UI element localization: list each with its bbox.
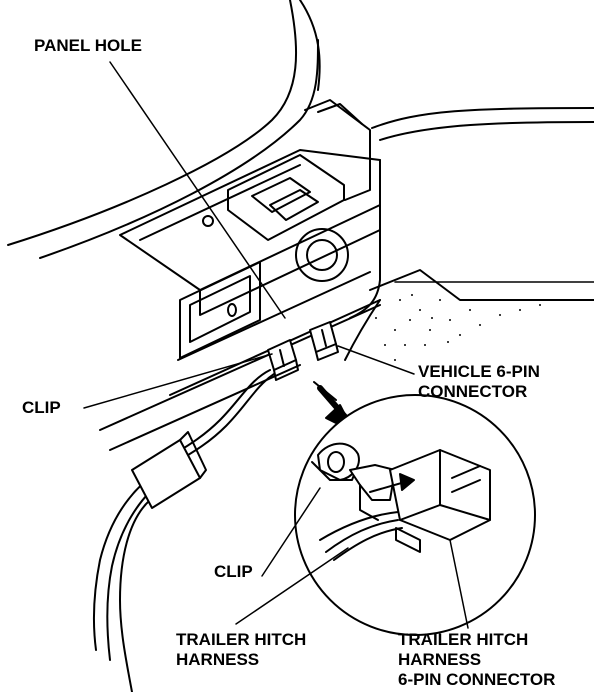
clip-detail-text: CLIP [214, 562, 253, 581]
clip-label: CLIP [22, 398, 61, 418]
rear-panel [99, 99, 594, 451]
vehicle-connector-label: VEHICLE 6-PIN CONNECTOR [418, 362, 540, 402]
body-panel-outline [7, 0, 594, 259]
trailer-connector-line3: 6-PIN CONNECTOR [398, 670, 556, 689]
vehicle-6-pin-connector [309, 321, 339, 361]
trailer-connector-line2: HARNESS [398, 650, 482, 669]
clip-text: CLIP [22, 398, 61, 417]
carpet-texture [375, 294, 541, 361]
trailer-harness-line1: TRAILER HITCH [176, 630, 307, 649]
trailer-harness-line2: HARNESS [176, 650, 260, 669]
vehicle-connector-line1: VEHICLE 6-PIN [418, 362, 540, 381]
harness-wires [92, 369, 275, 692]
detail-circle [294, 394, 536, 636]
panel-hole-text: PANEL HOLE [34, 36, 142, 55]
trailer-connector-label: TRAILER HITCH HARNESS 6-PIN CONNECTOR [398, 630, 555, 690]
panel-hole-label: PANEL HOLE [34, 36, 142, 56]
trailer-connector-line1: TRAILER HITCH [398, 630, 529, 649]
trailer-harness-label: TRAILER HITCH HARNESS [176, 630, 306, 670]
panel-clip [267, 339, 299, 381]
leader-lines [83, 61, 469, 629]
clip-detail-label: CLIP [214, 562, 253, 582]
vehicle-connector-line2: CONNECTOR [418, 382, 528, 401]
